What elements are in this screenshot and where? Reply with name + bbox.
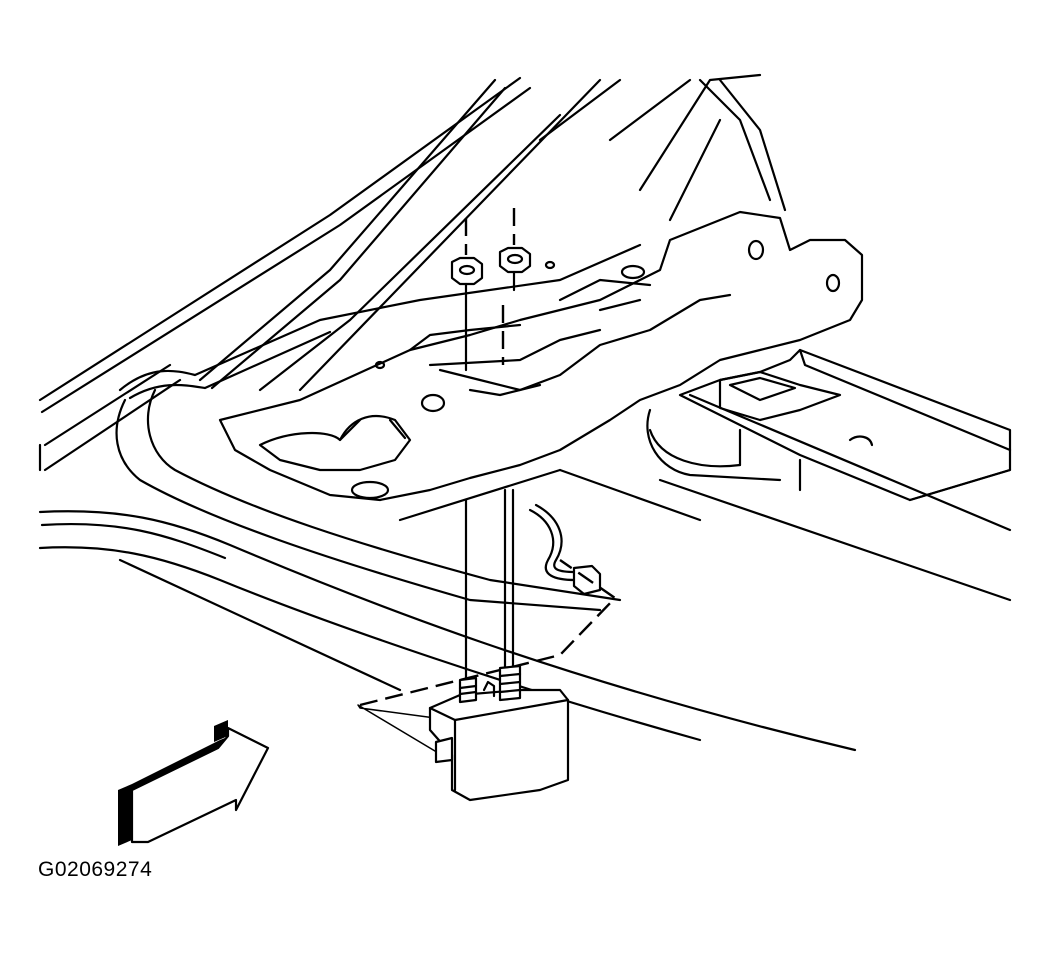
body-pillar-lines <box>38 73 787 472</box>
mounting-studs <box>450 208 532 682</box>
floor-rail <box>398 348 1012 602</box>
control-module <box>357 664 570 802</box>
cowl-panel <box>38 243 857 752</box>
crossmember-bracket <box>218 210 864 502</box>
arrow-icon <box>118 720 270 846</box>
figure-id-label: G02069274 <box>38 858 153 881</box>
wiring-harness <box>359 503 617 707</box>
